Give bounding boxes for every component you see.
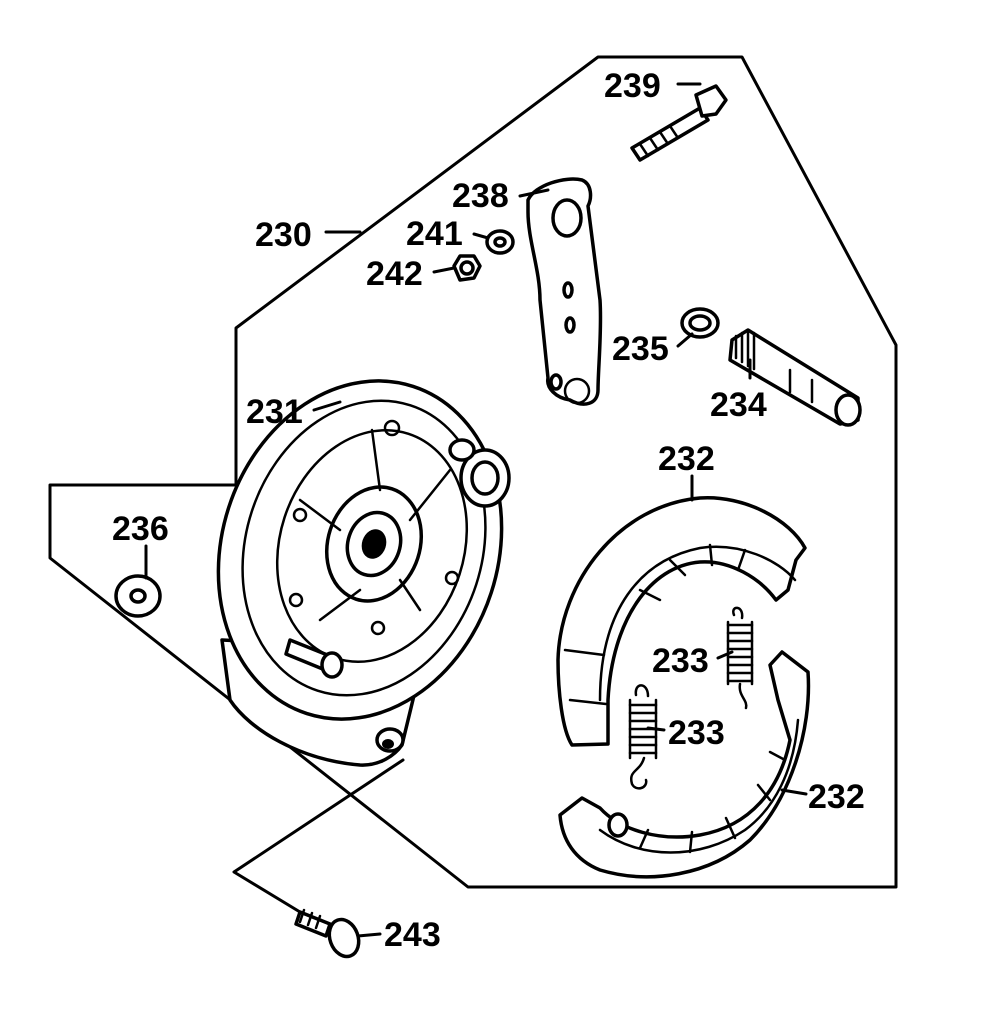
leader-232-lower [780, 788, 808, 796]
brake-shoe-lower-232-part [558, 650, 811, 879]
label-233-right: 233 [652, 642, 709, 680]
brake-shoe-upper-232-part [556, 496, 807, 747]
nut-242-part [452, 254, 482, 282]
label-234: 234 [710, 386, 767, 424]
bolt-243-part [294, 908, 361, 959]
label-232-upper: 232 [658, 440, 715, 478]
label-238: 238 [452, 177, 509, 215]
label-231: 231 [246, 393, 303, 431]
leader-242 [432, 266, 456, 274]
spring-233-left-part [628, 684, 658, 790]
leader-235 [676, 332, 694, 348]
label-233-left: 233 [668, 714, 725, 752]
leader-233-left [646, 726, 666, 732]
washer-236-part [114, 574, 162, 618]
leader-243-bracket [232, 758, 405, 914]
leader-238 [518, 188, 550, 198]
oil-seal-235-part [680, 307, 720, 339]
washer-241-part [485, 229, 515, 255]
label-235: 235 [612, 330, 669, 368]
leader-243 [356, 932, 382, 938]
leader-241 [472, 232, 490, 240]
label-232-lower: 232 [808, 778, 865, 816]
label-230: 230 [255, 216, 312, 254]
label-236: 236 [112, 510, 169, 548]
label-241: 241 [406, 215, 463, 253]
label-243: 243 [384, 916, 441, 954]
label-242: 242 [366, 255, 423, 293]
leader-233-right [716, 650, 734, 660]
bolt-239-part [630, 84, 728, 162]
brake-panel-231-part [216, 379, 511, 767]
lever-arm-238-part [526, 177, 603, 406]
spring-233-right-part [726, 606, 754, 710]
camshaft-234-part [728, 328, 862, 427]
label-239: 239 [604, 67, 661, 105]
leader-231 [312, 400, 342, 412]
